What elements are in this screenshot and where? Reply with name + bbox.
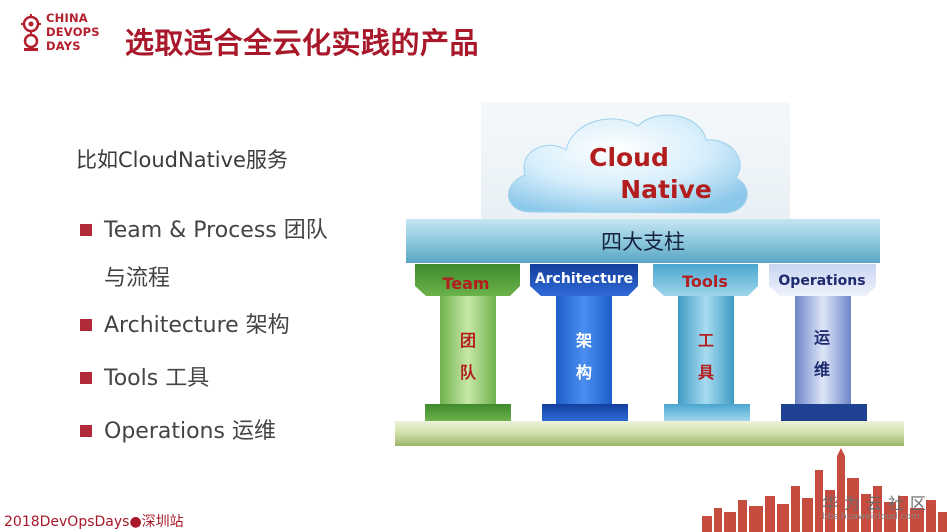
- bullet-square-icon: [80, 425, 92, 437]
- pillar-header-label: Architecture: [535, 271, 633, 287]
- intro-text: 比如CloudNative服务: [76, 148, 288, 172]
- bullet-item-team: Team & Process 团队: [80, 218, 328, 244]
- bullet-text: Tools 工具: [104, 366, 210, 391]
- logo-line-2: DEVOPS: [46, 25, 100, 39]
- cloud-text-line-1: Cloud: [589, 143, 669, 172]
- bullet-item-team-continued: 与流程: [104, 266, 171, 291]
- pillar-header-label: Operations: [778, 273, 865, 289]
- pillar-architecture: Architecture 架 构: [530, 264, 638, 421]
- pillar-char-2: 构: [576, 363, 592, 382]
- cloud-text-line-2: Native: [620, 175, 712, 204]
- bullet-text: Architecture 架构: [104, 313, 290, 338]
- devops-days-logo: CHINA DEVOPS DAYS: [18, 10, 118, 58]
- city-skyline-icon: [702, 448, 947, 532]
- pillar-header-label: Tools: [682, 272, 728, 291]
- watermark-url: bbs.huaweicloud.com: [822, 512, 920, 522]
- pillar-team: Team 团 队: [415, 264, 520, 421]
- watermark-title: 华为云社区: [822, 494, 933, 513]
- pillar-char-2: 具: [698, 363, 714, 382]
- pillar-char-2: 维: [814, 360, 830, 379]
- logo-line-3: DAYS: [46, 39, 81, 53]
- footer-event-label: 2018DevOpsDays●深圳站: [4, 514, 184, 530]
- bullet-text: Team & Process 团队: [104, 218, 328, 243]
- pillar-char-1: 架: [575, 331, 592, 350]
- bullet-square-icon: [80, 224, 92, 236]
- logo-mark-icon: [21, 14, 41, 51]
- bullet-square-icon: [80, 372, 92, 384]
- cloud-shape: [508, 114, 748, 214]
- pillar-char-1: 工: [698, 331, 714, 350]
- bullet-text: Operations 运维: [104, 419, 276, 444]
- logo-line-1: CHINA: [46, 11, 88, 25]
- pillar-operations: Operations 运 维: [769, 264, 876, 421]
- pillar-header-label: Team: [442, 274, 489, 293]
- pillar-tools: Tools 工 具: [653, 264, 758, 421]
- bullet-square-icon: [80, 319, 92, 331]
- pillar-char-1: 团: [460, 331, 476, 350]
- bullet-item-operations: Operations 运维: [80, 419, 276, 445]
- slide-title: 选取适合全云化实践的产品: [125, 26, 480, 60]
- pillar-char-1: 运: [814, 328, 830, 347]
- beam-bar: [406, 219, 880, 263]
- pillar-char-2: 队: [460, 363, 477, 382]
- bullet-item-architecture: Architecture 架构: [80, 313, 290, 339]
- beam-label: 四大支柱: [601, 230, 685, 254]
- base-platform: [395, 421, 904, 446]
- bullet-item-tools: Tools 工具: [80, 366, 209, 392]
